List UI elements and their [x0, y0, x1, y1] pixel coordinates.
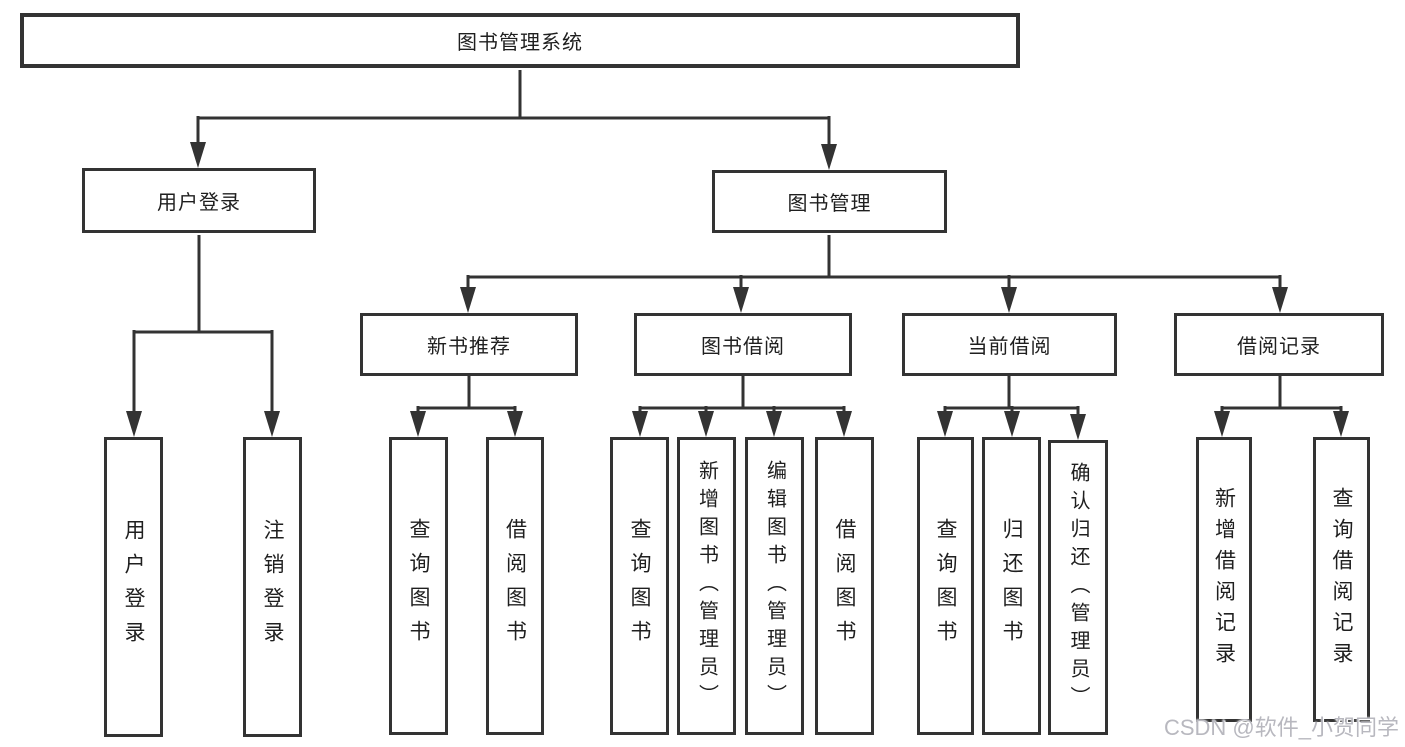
csdn-watermark: CSDN @软件_小贺同学	[1163, 715, 1399, 740]
leaf-query-books-borrow: 查询图书	[610, 437, 669, 735]
leaf-borrow-books: 借阅图书	[815, 437, 874, 735]
node-book-borrow: 图书借阅	[634, 313, 852, 376]
node-book-management: 图书管理	[712, 170, 947, 233]
leaf-return-books: 归还图书	[982, 437, 1041, 735]
leaf-query-borrow-record: 查询借阅记录	[1313, 437, 1370, 722]
leaf-borrow-books-recommend: 借阅图书	[486, 437, 544, 735]
node-root-system: 图书管理系统	[20, 13, 1020, 68]
node-user-login: 用户登录	[82, 168, 316, 233]
node-new-book-recommend: 新书推荐	[360, 313, 578, 376]
leaf-user-login: 用户登录	[104, 437, 163, 737]
leaf-query-books-recommend: 查询图书	[389, 437, 448, 735]
leaf-logout: 注销登录	[243, 437, 302, 737]
leaf-confirm-return-admin: 确认归还（管理员）	[1048, 440, 1108, 735]
node-borrow-records: 借阅记录	[1174, 313, 1384, 376]
node-current-borrow: 当前借阅	[902, 313, 1117, 376]
leaf-query-books-current: 查询图书	[917, 437, 974, 735]
leaf-edit-books-admin: 编辑图书（管理员）	[745, 437, 804, 735]
leaf-add-borrow-record: 新增借阅记录	[1196, 437, 1252, 722]
leaf-add-books-admin: 新增图书（管理员）	[677, 437, 736, 735]
